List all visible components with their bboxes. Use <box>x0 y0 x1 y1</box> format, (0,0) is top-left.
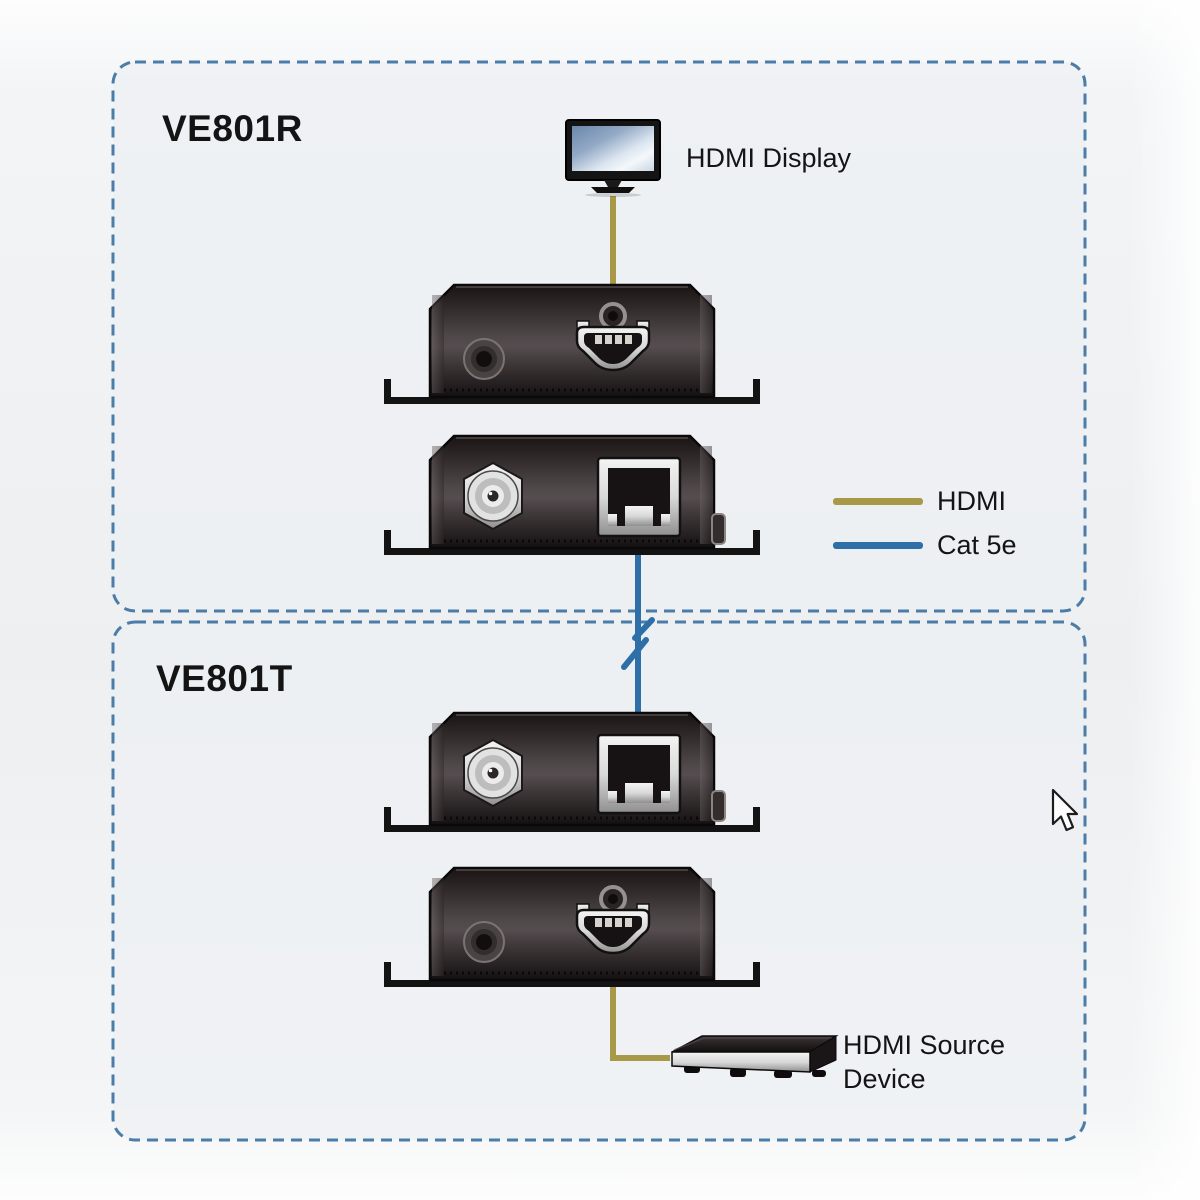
hdmi-source-label-line1: HDMI Source <box>843 1030 1006 1060</box>
cat5e-cable-swatch <box>833 541 923 549</box>
legend-label-hdmi: HDMI <box>937 486 1006 516</box>
legend-label-cat5e: Cat 5e <box>937 530 1017 560</box>
monitor-icon <box>563 118 663 198</box>
hdmi-cable-source <box>610 984 670 1061</box>
hdmi-source-label-line2: Device <box>843 1064 926 1094</box>
mouse-pointer-icon <box>1051 788 1079 832</box>
ve801t-hdmi-unit <box>384 866 760 990</box>
legend-item-hdmi: HDMI <box>833 484 1017 518</box>
hdmi-cable-swatch <box>833 497 923 505</box>
legend: HDMI Cat 5e <box>833 484 1017 562</box>
media-player-icon <box>660 1026 872 1078</box>
hdmi-display-label: HDMI Display <box>686 143 852 173</box>
legend-item-cat5e: Cat 5e <box>833 528 1017 562</box>
ve801r-cat5e-unit <box>384 434 760 558</box>
zone-label-ve801r: VE801R <box>162 108 303 149</box>
hdmi-source-label: HDMI Source Device <box>843 1028 1005 1096</box>
ve801r-hdmi-unit <box>384 283 760 407</box>
cable-break-icon <box>621 617 655 670</box>
zone-label-ve801t: VE801T <box>156 658 293 699</box>
ve801t-cat5e-unit <box>384 711 760 835</box>
